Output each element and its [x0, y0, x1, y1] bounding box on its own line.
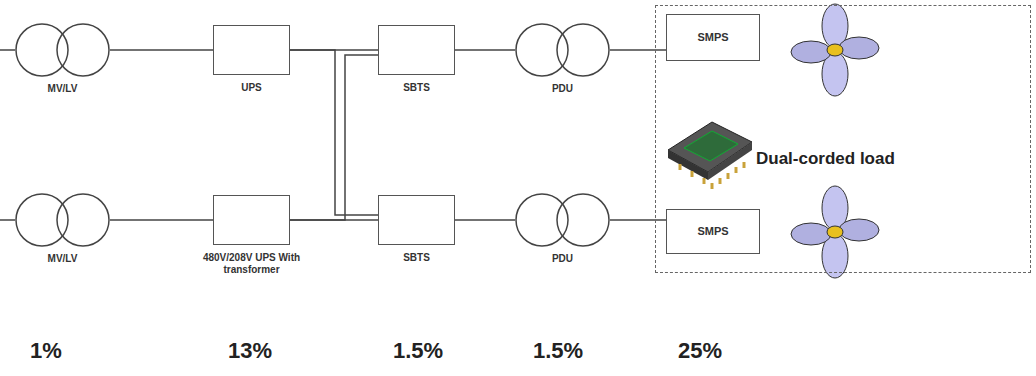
group-label: Dual-corded load: [756, 149, 895, 169]
sbts-box: SBTS: [378, 195, 455, 245]
component-label: MV/LV: [48, 253, 78, 264]
loss-percentage: 25%: [678, 338, 722, 364]
fan-icon: [791, 4, 879, 96]
box-label: SMPS: [667, 225, 759, 237]
pdu-transformer: PDU: [515, 193, 610, 247]
transformer-symbol: [515, 23, 610, 77]
transformer-symbol: [15, 193, 110, 247]
power-wire: [290, 219, 378, 221]
mvlv-transformer: MV/LV: [15, 23, 110, 77]
smps-box: SMPS: [666, 209, 760, 254]
loss-percentage: 1.5%: [393, 338, 443, 364]
component-label: MV/LV: [48, 83, 78, 94]
ups-box: UPS: [213, 25, 290, 75]
box-label: SMPS: [667, 31, 759, 43]
smps-box: SMPS: [666, 14, 760, 61]
lead-wire: [0, 49, 15, 51]
chip-icon: [668, 122, 752, 189]
component-label: PDU: [552, 253, 573, 264]
power-wire: [455, 49, 515, 51]
lead-wire: [0, 219, 15, 221]
loss-percentage: 1.5%: [533, 338, 583, 364]
power-wire: [110, 219, 213, 221]
load-region: Dual-corded loadSMPSSMPS: [655, 5, 1031, 273]
component-label: 480V/208V UPS With transformer: [202, 252, 302, 276]
fan-icon: [791, 186, 879, 278]
mvlv-transformer: MV/LV: [15, 193, 110, 247]
component-label: PDU: [552, 83, 573, 94]
pdu-transformer: PDU: [515, 23, 610, 77]
ups-box: 480V/208V UPS With transformer: [213, 195, 290, 245]
power-wire: [290, 50, 378, 215]
component-label: UPS: [241, 82, 262, 93]
power-wire: [610, 219, 666, 221]
transformer-symbol: [515, 193, 610, 247]
power-wire: [455, 219, 515, 221]
power-wire: [110, 49, 213, 51]
loss-percentage: 1%: [30, 338, 62, 364]
power-wire: [610, 49, 666, 51]
sbts-box: SBTS: [378, 25, 455, 75]
power-wire: [290, 55, 378, 220]
transformer-symbol: [15, 23, 110, 77]
component-label: SBTS: [403, 82, 430, 93]
loss-percentage: 13%: [228, 338, 272, 364]
component-label: SBTS: [403, 252, 430, 263]
